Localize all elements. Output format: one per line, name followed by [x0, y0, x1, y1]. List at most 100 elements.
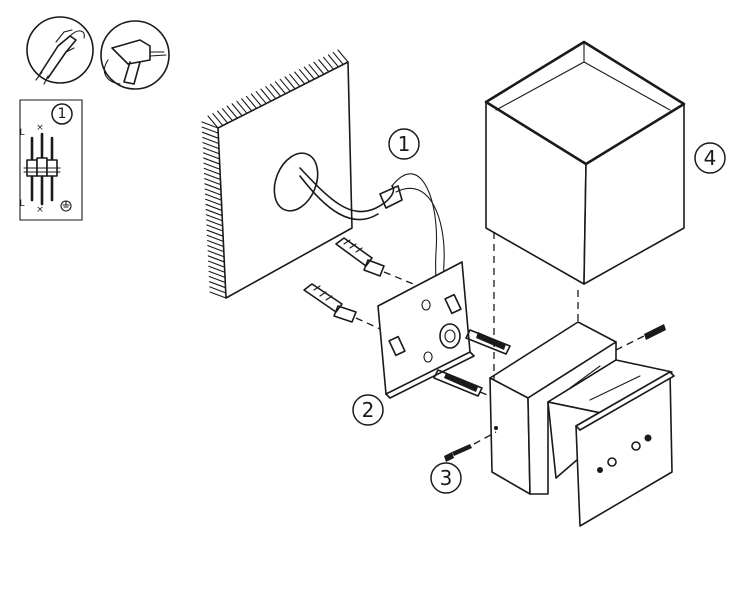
callout-wiring-label: 1 — [398, 132, 411, 156]
wall-hatch-line — [208, 275, 226, 284]
inset-step-label: 1 — [58, 106, 67, 122]
wall-hatch-line — [303, 66, 315, 80]
wall-hatch-line — [236, 100, 248, 114]
lamp-body — [489, 321, 675, 527]
wall-hatch-line — [204, 193, 222, 201]
wall-hatch-line — [231, 103, 243, 117]
wall-hatch-line — [203, 167, 221, 175]
wall-hatch-line — [270, 83, 282, 97]
wall-hatch-line — [208, 270, 226, 278]
wall-hatch-line — [206, 229, 224, 237]
shade — [484, 40, 686, 285]
wall-hatch-line — [202, 136, 220, 145]
wall-hatch-line — [207, 245, 225, 253]
side-screw-right — [644, 324, 666, 340]
body-screw-left — [607, 457, 617, 467]
wall-hatch-line — [201, 131, 220, 139]
wall-hatch-line — [298, 69, 311, 83]
body-screw-right — [644, 434, 652, 442]
earth-symbol-icon — [60, 200, 72, 212]
wall-hatch-line — [226, 105, 238, 119]
side-screw-left — [444, 444, 472, 462]
wall-hatch-line — [206, 224, 224, 232]
wall-hatch-line — [207, 239, 225, 248]
wall-hatch-line — [205, 214, 223, 222]
wall-hatch-line — [327, 54, 339, 68]
mounting-plate — [377, 261, 475, 399]
wall-hatch-line — [318, 59, 330, 73]
wall-hatch-line — [207, 250, 225, 258]
wall-hatch-line — [221, 108, 233, 122]
wall-hatch-line — [289, 73, 301, 87]
wall-plug-upper — [335, 237, 385, 277]
wall-hatch-line — [279, 78, 291, 92]
callout-fixing-screw-label: 3 — [440, 466, 453, 490]
wall-hatch-line — [201, 126, 219, 134]
wall-hatch-line — [245, 95, 258, 109]
wall-hatch-line — [217, 110, 229, 124]
wall-hatch-line — [337, 49, 349, 63]
wall-hatch-line — [274, 81, 286, 95]
terminal-block-icon — [23, 132, 61, 206]
wall-hatch-line — [202, 152, 221, 160]
terminal-mark-l-bottom: L — [19, 199, 24, 209]
wall-hatch-line — [203, 172, 221, 181]
terminal-connector — [379, 185, 403, 209]
callout-shade: 4 — [694, 142, 726, 174]
wall-hatch-line — [294, 71, 306, 85]
body-screw-far-left — [597, 467, 603, 473]
wall-hatch-line — [265, 86, 277, 100]
wall-plug-lower — [303, 283, 357, 323]
wall-hatch-line — [205, 209, 223, 217]
screw-upper — [465, 329, 511, 355]
wall-hatch-line — [260, 88, 272, 102]
wall-hatch-line — [250, 93, 262, 107]
wall-hatch-line — [207, 255, 225, 263]
callout-mounting-plate: 2 — [352, 394, 384, 426]
wall-hatch-line — [209, 291, 227, 299]
wall-hatch-line — [206, 219, 224, 227]
wall-hatch-line — [255, 91, 267, 105]
wall-hatch-line — [209, 286, 227, 294]
side-screw-hole — [494, 426, 498, 430]
callout-fixing-screw: 3 — [430, 462, 462, 494]
wall-hatch-line — [208, 281, 227, 289]
wall-hatch-line — [332, 51, 344, 65]
wall-hatch-line — [207, 260, 226, 268]
wall-hatch-line — [204, 188, 222, 196]
wall-hatch-line — [201, 121, 219, 129]
wall-hatch-line — [206, 234, 224, 242]
terminal-mark-l-top: L — [19, 128, 24, 138]
callout-shade-label: 4 — [704, 146, 717, 170]
cutter-pliers-icon — [26, 16, 94, 85]
wall-hatch-line — [205, 203, 223, 211]
wall-hatch-line — [284, 76, 296, 90]
wall-hatch-line — [323, 56, 335, 70]
body-screw-center — [631, 441, 641, 451]
wall-hatch-line — [205, 198, 223, 206]
callout-wiring: 1 — [388, 128, 420, 160]
callout-mounting-plate-label: 2 — [362, 398, 375, 422]
screw-lower — [433, 369, 483, 397]
guide-line-side-right — [615, 335, 645, 351]
wall-hatch-line — [203, 157, 221, 165]
terminal-mark-x-bottom: × — [36, 205, 44, 215]
wall-hatch-line — [207, 115, 219, 129]
wall-panel — [201, 49, 353, 299]
wall-hatch-line — [204, 183, 222, 191]
wall-hatch-line — [212, 113, 224, 127]
cable-hole — [273, 152, 319, 212]
guide-line-side-left — [473, 431, 497, 445]
terminal-mark-x-top: × — [36, 123, 44, 133]
drill-icon — [100, 20, 170, 90]
wall-hatch-line — [241, 98, 253, 112]
wall-hatch-line — [203, 162, 221, 170]
wall-hatch-line — [204, 178, 222, 186]
wall-hatch-line — [313, 61, 325, 75]
wall-hatch-line — [208, 265, 226, 273]
wiring-inset: 1 L × L × — [19, 99, 83, 221]
wall-hatch-line — [202, 147, 220, 155]
wall-hatch-line — [202, 142, 220, 150]
wall-hatch-line — [308, 64, 320, 78]
